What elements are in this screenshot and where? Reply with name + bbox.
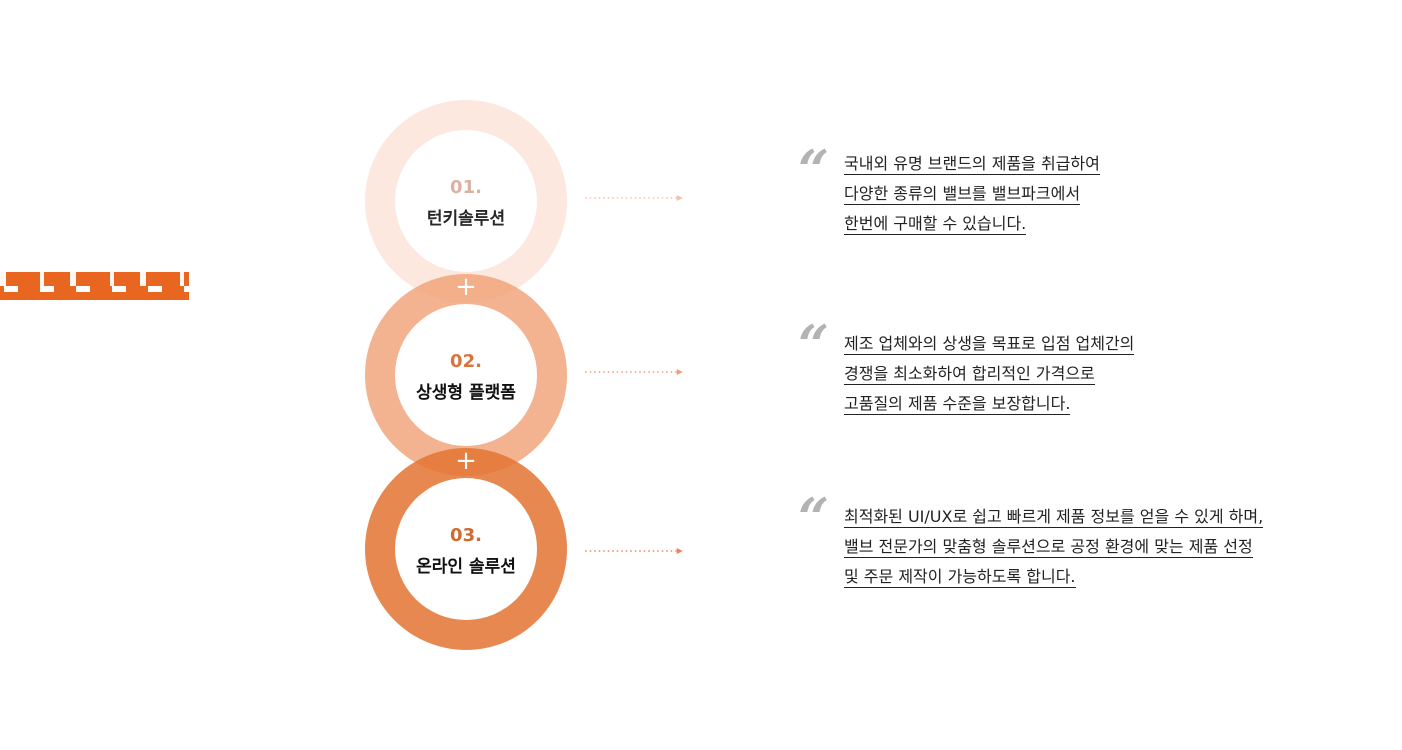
- description-line: 최적화된 UI/UX로 쉽고 빠르게 제품 정보를 얻을 수 있게 하며,: [844, 507, 1264, 528]
- description-line: 및 주문 제작이 가능하도록 합니다.: [844, 567, 1076, 588]
- step-circle-3-center: 03. 온라인 솔루션: [395, 478, 537, 620]
- step-circle-1: 01. 턴키솔루션: [365, 100, 567, 302]
- step-title: 온라인 솔루션: [416, 557, 516, 577]
- description-2: 제조 업체와의 상생을 목표로 입점 업체간의 경쟁을 최소화하여 합리적인 가…: [844, 329, 1135, 419]
- description-1: 국내외 유명 브랜드의 제품을 취급하여 다양한 종류의 밸브를 밸브파크에서 …: [844, 149, 1100, 239]
- step-circle-2: 02. 상생형 플랫폼: [365, 274, 567, 476]
- step-number: 03.: [450, 525, 482, 546]
- description-line: 다양한 종류의 밸브를 밸브파크에서: [844, 184, 1081, 205]
- dotted-arrow-icon: [585, 548, 683, 554]
- description-line: 밸브 전문가의 맞춤형 솔루션으로 공정 환경에 맞는 제품 선정: [844, 537, 1253, 558]
- quote-icon: “: [798, 138, 829, 202]
- quote-icon: “: [798, 486, 829, 550]
- description-line: 고품질의 제품 수준을 보장합니다.: [844, 394, 1071, 415]
- dotted-arrow-icon: [585, 195, 683, 201]
- step-number: 02.: [450, 351, 482, 372]
- step-circle-2-center: 02. 상생형 플랫폼: [395, 304, 537, 446]
- banner-text-fragment: [0, 272, 189, 286]
- partial-heading-banner: [0, 272, 189, 300]
- description-3: 최적화된 UI/UX로 쉽고 빠르게 제품 정보를 얻을 수 있게 하며, 밸브…: [844, 502, 1264, 592]
- plus-icon: +: [455, 272, 477, 302]
- description-line: 제조 업체와의 상생을 목표로 입점 업체간의: [844, 334, 1135, 355]
- quote-icon: “: [798, 313, 829, 377]
- description-line: 국내외 유명 브랜드의 제품을 취급하여: [844, 154, 1100, 175]
- step-title: 상생형 플랫폼: [416, 383, 516, 403]
- step-number: 01.: [450, 177, 482, 198]
- step-circle-1-center: 01. 턴키솔루션: [395, 130, 537, 272]
- step-title: 턴키솔루션: [426, 209, 506, 229]
- step-circle-3: 03. 온라인 솔루션: [365, 448, 567, 650]
- description-line: 경쟁을 최소화하여 합리적인 가격으로: [844, 364, 1095, 385]
- dotted-arrow-icon: [585, 369, 683, 375]
- description-line: 한번에 구매할 수 있습니다.: [844, 214, 1027, 235]
- plus-icon: +: [455, 446, 477, 476]
- banner-text-fragment-lower: [0, 286, 189, 292]
